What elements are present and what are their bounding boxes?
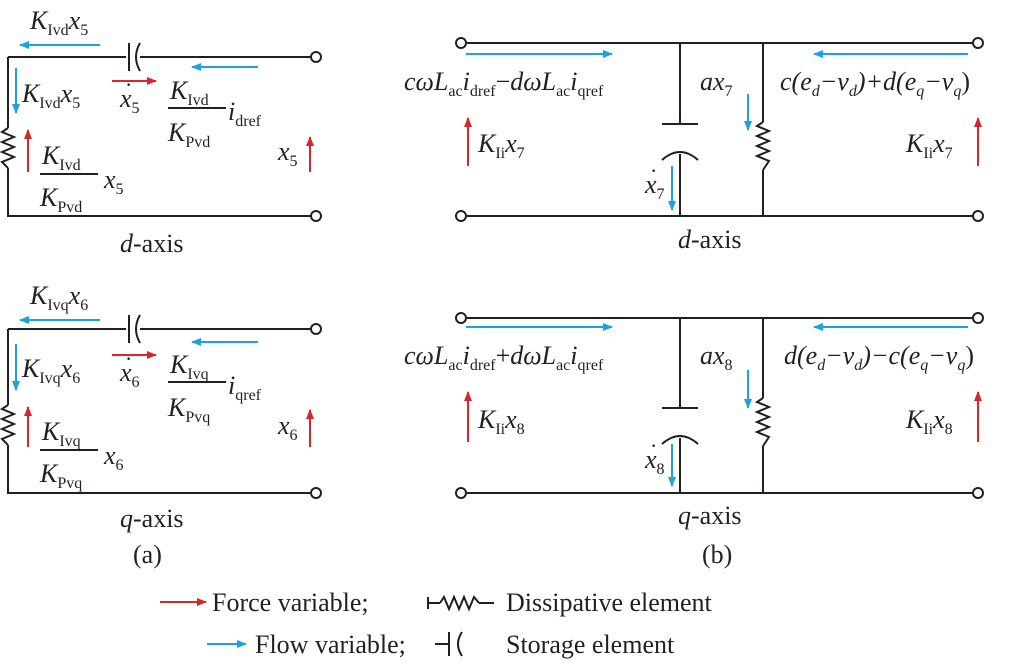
legend: Force variable; Dissipative element Flow… — [160, 588, 713, 659]
label-right-top: c(ed−vd)+d(eq−vq) — [780, 67, 970, 100]
svg-text:x5: x5 — [103, 165, 124, 198]
fraction-x6: KIvq KPvq x6 — [39, 417, 124, 492]
svg-text:iqref: iqref — [228, 371, 262, 404]
rails — [467, 42, 972, 217]
caption-a: (a) — [133, 540, 162, 569]
capacitor-plate-right — [135, 42, 141, 72]
terminal-tl — [455, 37, 467, 49]
terminal-br — [972, 487, 984, 499]
svg-text:KIvd: KIvd — [41, 141, 81, 174]
terminal-top — [310, 323, 322, 335]
capacitor-plate-right — [135, 314, 141, 344]
label-ax: ax8 — [700, 341, 733, 374]
label-left-flow: KIvqx6 — [21, 354, 80, 387]
axis-label-d: d-axis — [120, 229, 184, 258]
label-xdot: x6 — [119, 358, 140, 391]
svg-text:KIvq: KIvq — [169, 350, 209, 383]
terminal-br — [972, 210, 984, 222]
terminal-tl — [455, 312, 467, 324]
xdot-dot: · — [125, 72, 132, 97]
xdot-dot: · — [125, 346, 132, 371]
axis-label-d: d-axis — [678, 225, 742, 254]
legend-storage-label: Storage element — [506, 630, 675, 659]
panel-b-d-axis: cωLacidref−dωLaciqref ax7 c(ed−vd)+d(eq−… — [404, 37, 984, 254]
axis-label-q: q-axis — [120, 504, 184, 533]
fraction-x5: KIvd KPvd x5 — [39, 141, 124, 216]
rails — [467, 317, 972, 494]
legend-force-label: Force variable; — [212, 588, 369, 617]
capacitor-plate-bottom — [661, 435, 699, 445]
label-xdot: x5 — [119, 84, 140, 117]
svg-text:KIvq: KIvq — [41, 417, 81, 450]
panel-a-d-axis: KIvdx5 KIvdx5 x5 · KIvd KPvd idref KIvd … — [0, 6, 322, 258]
resistor-zigzag — [0, 127, 17, 169]
terminal-top — [310, 51, 322, 63]
svg-text:x6: x6 — [103, 441, 124, 474]
svg-text:idref: idref — [228, 97, 262, 130]
svg-text:KPvd: KPvd — [167, 118, 210, 151]
label-xdot: x8 — [644, 445, 665, 478]
label-left-K: KIix7 — [477, 129, 525, 162]
left-bottom-wire — [7, 57, 310, 217]
terminal-bottom — [310, 210, 322, 222]
legend-flow-label: Flow variable; — [255, 630, 406, 659]
terminal-tr — [972, 312, 984, 324]
label-right-top: d(ed−vd)−c(eq−vq) — [784, 341, 974, 374]
label-top-flow: KIvqx6 — [29, 281, 88, 314]
fraction-dref: KIvd KPvd idref — [167, 76, 262, 151]
terminal-bottom — [310, 487, 322, 499]
svg-text:KPvd: KPvd — [39, 183, 82, 216]
panel-a-q-axis: KIvqx6 KIvqx6 x6 · KIvq KPvq iqref KIvq … — [0, 281, 322, 533]
label-left-top: cωLacidref+dωLaciqref — [404, 341, 604, 374]
panel-b-q-axis: cωLacidref+dωLaciqref ax8 d(ed−vd)−c(eq−… — [404, 312, 984, 530]
legend-resistor-icon — [427, 594, 494, 612]
svg-text:KPvq: KPvq — [39, 459, 82, 492]
resistor-zigzag — [754, 121, 772, 171]
svg-text:KIvd: KIvd — [169, 76, 209, 109]
xdot-dot: · — [650, 433, 657, 458]
label-left-top: cωLacidref−dωLaciqref — [404, 67, 604, 100]
label-right-K: KIix8 — [905, 405, 953, 438]
caption-b: (b) — [702, 540, 732, 569]
terminal-tr — [972, 37, 984, 49]
svg-text:KPvq: KPvq — [167, 393, 210, 426]
label-left-K: KIix8 — [477, 405, 525, 438]
label-left-flow: KIvdx5 — [21, 79, 80, 112]
xdot-dot: · — [650, 158, 657, 183]
label-top-flow: KIvdx5 — [29, 6, 88, 39]
left-bottom-wire — [7, 329, 310, 494]
legend-dissipative-label: Dissipative element — [506, 588, 713, 617]
resistor-zigzag — [754, 397, 772, 447]
label-ax: ax7 — [700, 67, 733, 100]
capacitor-plate-bottom — [661, 151, 699, 161]
legend-capacitor-icon — [435, 631, 463, 657]
axis-label-q: q-axis — [678, 501, 742, 530]
label-right-force: x6 — [277, 411, 298, 444]
terminal-bl — [455, 487, 467, 499]
label-xdot: x7 — [644, 170, 665, 203]
terminal-bl — [455, 210, 467, 222]
resistor-zigzag — [0, 404, 17, 446]
label-right-K: KIix7 — [905, 129, 953, 162]
label-right-force: x5 — [277, 137, 298, 170]
fraction-qref: KIvq KPvq iqref — [167, 350, 262, 426]
